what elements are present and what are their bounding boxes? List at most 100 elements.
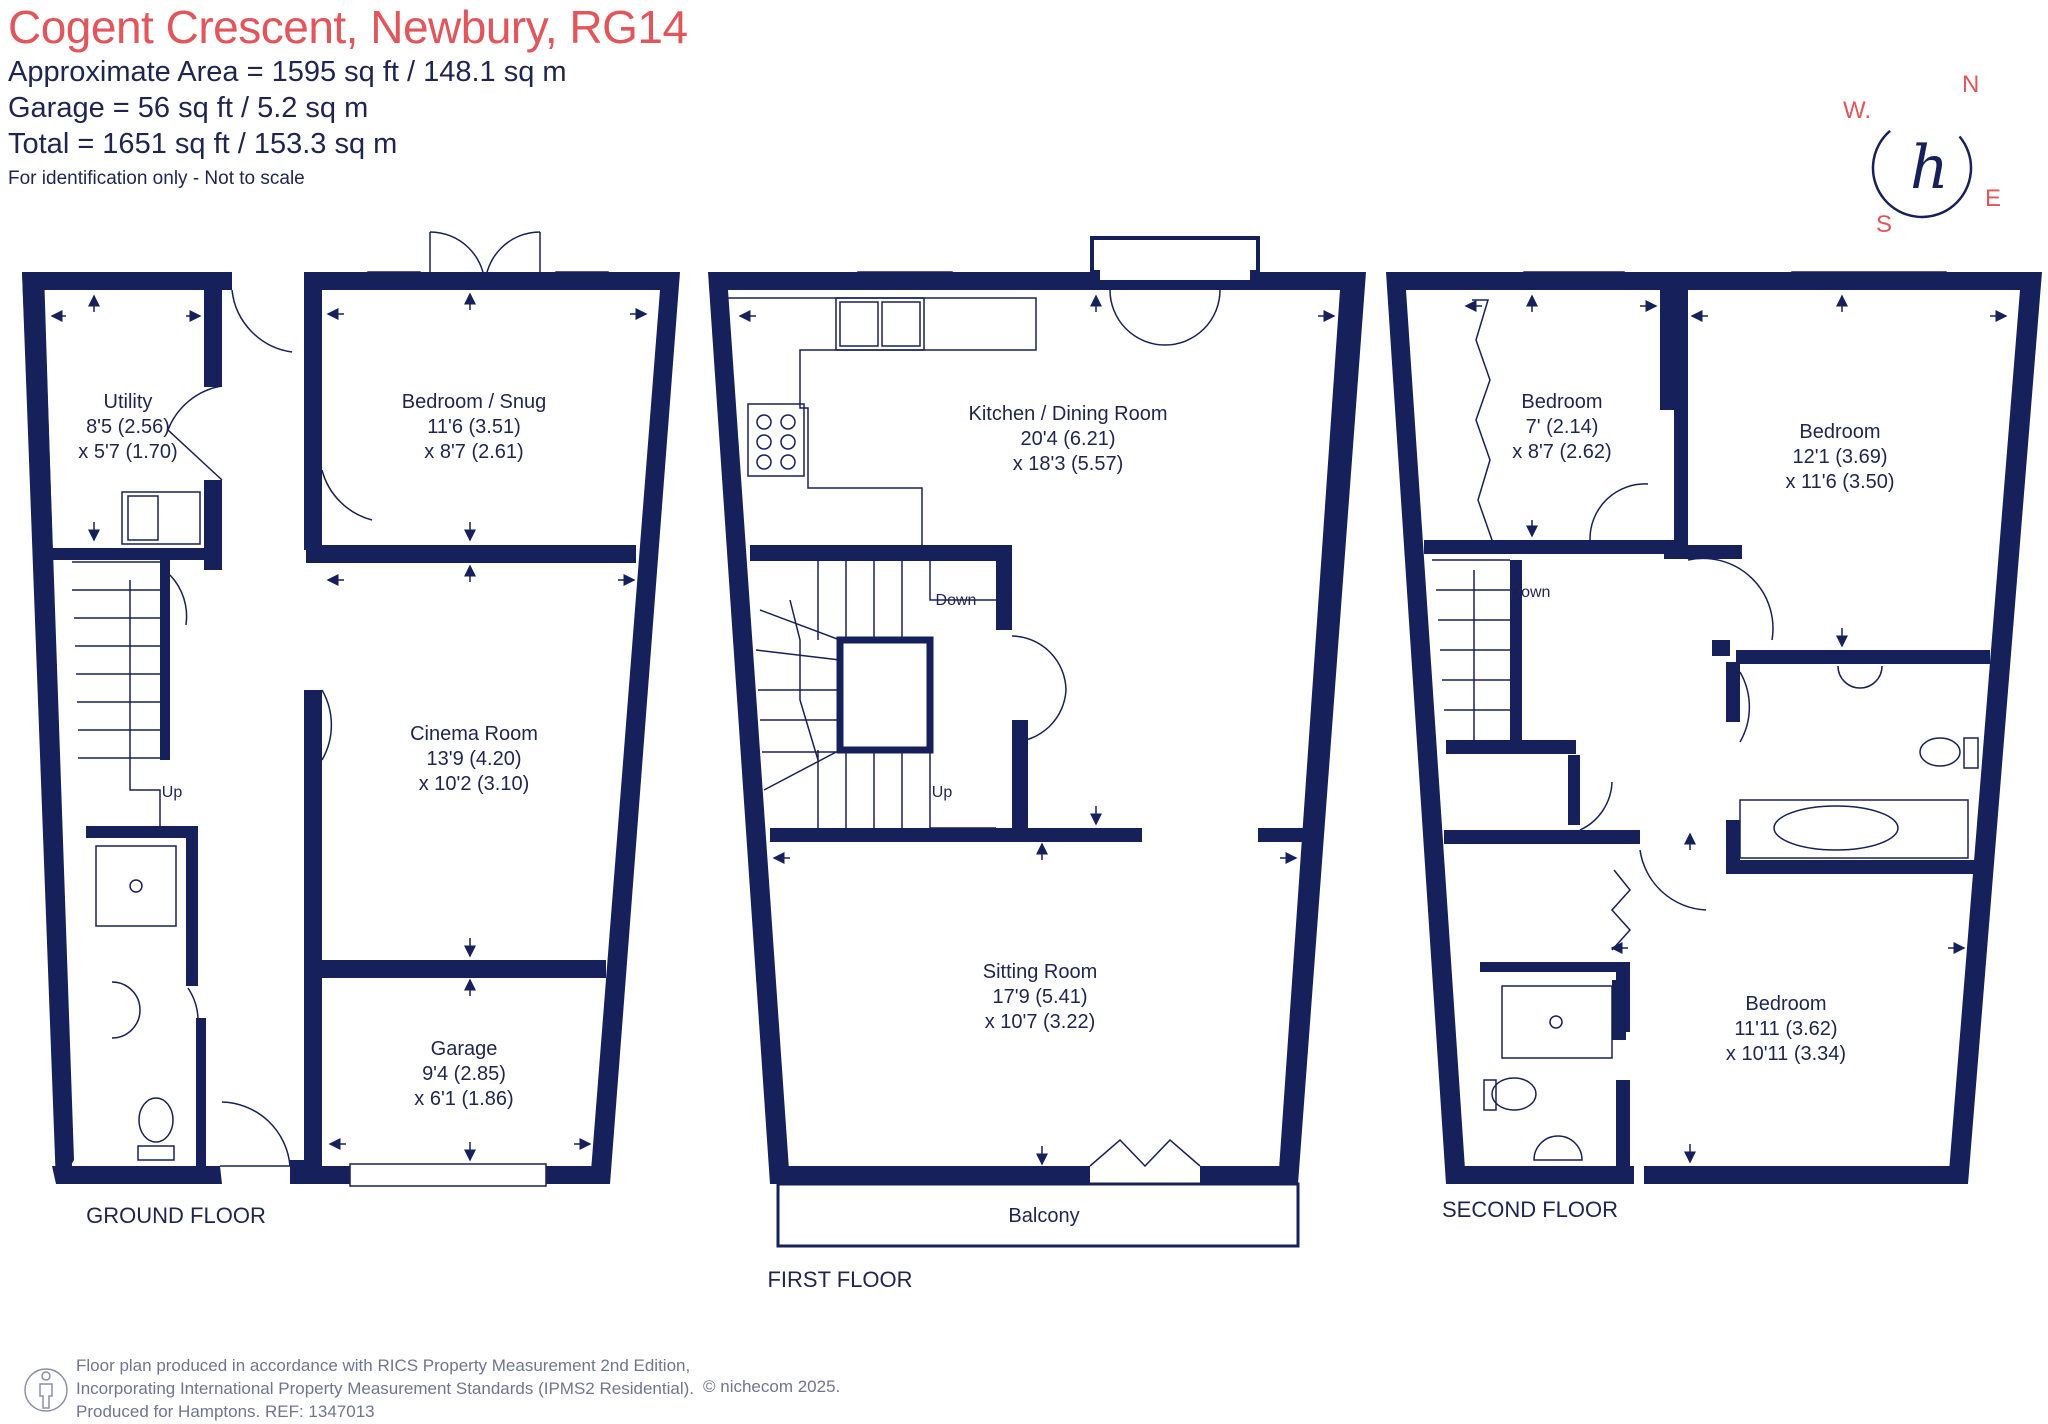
balcony: [776, 1182, 1300, 1248]
stairs-arrow: [789, 599, 819, 761]
wall: [196, 1018, 206, 1168]
toilet-icon: [1483, 1079, 1497, 1111]
wall: [304, 520, 322, 550]
wardrobe: [1610, 869, 1632, 951]
second-floor-plan: [1386, 272, 2042, 1184]
door-swing: [1109, 289, 1221, 346]
window: [857, 271, 953, 285]
front-bedroom-label: Bedroom: [1745, 993, 1826, 1015]
ground-floor-label: GROUND FLOOR: [86, 1203, 266, 1228]
basin-icon: [1837, 665, 1883, 689]
large-bedroom-label: Bedroom: [1799, 421, 1880, 443]
bedroom-snug-dim2: x 8'7 (2.61): [424, 441, 523, 463]
footer-line-2: Incorporating International Property Mea…: [76, 1379, 694, 1398]
wall: [1568, 755, 1580, 825]
first-floor-labels: Kitchen / Dining Room 20'4 (6.21) x 18'3…: [767, 403, 1167, 1292]
door-swing: [187, 987, 199, 1019]
window: [1791, 271, 1947, 285]
stairwell-void: [836, 636, 934, 754]
second-floor-labels: Bedroom 7' (2.14) x 8'7 (2.62) Bedroom 1…: [1442, 391, 1895, 1222]
wall: [160, 560, 170, 760]
sink-icon: [881, 301, 921, 347]
footer-line-1: Floor plan produced in accordance with R…: [76, 1356, 691, 1375]
wall: [770, 828, 1142, 842]
first-floor-arrows: [738, 294, 1336, 1166]
toilet-icon: [1491, 1077, 1537, 1111]
wall: [996, 545, 1012, 630]
compass-east: E: [1985, 185, 2001, 212]
door-swing: [1687, 557, 1774, 641]
window: [367, 271, 421, 285]
copyright: © nichecom 2025.: [703, 1377, 841, 1396]
wall: [46, 548, 222, 560]
sink-icon: [839, 301, 879, 347]
stairs: [1432, 559, 1510, 711]
door-swing: [220, 1101, 291, 1167]
logo-monogram: h: [1910, 133, 1949, 203]
compass-west: W.: [1843, 97, 1871, 124]
door-swing: [1739, 671, 1751, 743]
wall: [22, 272, 72, 1184]
wall: [1726, 860, 1982, 874]
wall: [1200, 1166, 1298, 1184]
door-swing: [167, 385, 223, 481]
sitting-room-dim2: x 10'7 (3.22): [985, 1011, 1096, 1033]
wall: [1510, 560, 1522, 740]
garage-dim1: 9'4 (2.85): [422, 1063, 506, 1085]
door-swing: [1089, 1138, 1201, 1168]
wall: [1726, 820, 1740, 870]
footer-line-3: Produced for Hamptons. REF: 1347013: [76, 1402, 375, 1421]
sitting-room-label: Sitting Room: [983, 961, 1098, 983]
approximate-area: Approximate Area = 1595 sq ft / 148.1 sq…: [8, 56, 567, 88]
wall: [1258, 828, 1304, 842]
kitchen-dim1: 20'4 (6.21): [1021, 428, 1116, 450]
toilet-icon: [137, 1145, 175, 1161]
door-swing: [484, 231, 541, 288]
page-title: Cogent Crescent, Newbury, RG14: [8, 1, 688, 53]
cinema-room-label: Cinema Room: [410, 723, 538, 745]
wall: [186, 826, 198, 986]
small-bedroom-dim1: 7' (2.14): [1526, 416, 1599, 438]
stairs-arrow: [129, 580, 161, 826]
disclaimer: For identification only - Not to scale: [8, 168, 305, 189]
utility-label: Utility: [104, 391, 153, 413]
sitting-room-dim1: 17'9 (5.41): [993, 986, 1088, 1008]
ground-floor-arrows: [50, 292, 648, 1162]
garage-dim2: x 6'1 (1.86): [414, 1088, 513, 1110]
first-floor-label: FIRST FLOOR: [767, 1267, 912, 1292]
footer: Floor plan produced in accordance with R…: [76, 1354, 694, 1423]
large-bedroom-dim1: 12'1 (3.69): [1793, 446, 1888, 468]
small-bedroom-dim2: x 8'7 (2.62): [1512, 441, 1611, 463]
wall: [52, 1166, 222, 1184]
wall: [1480, 962, 1630, 972]
kitchen-dim2: x 18'3 (5.57): [1013, 453, 1124, 475]
wall: [306, 545, 636, 563]
door-swing: [231, 289, 293, 353]
sink-icon: [127, 495, 159, 541]
wall: [708, 272, 1366, 1184]
stairs: [817, 561, 996, 640]
front-bedroom-dim1: 11'11 (3.62): [1734, 1018, 1837, 1040]
window: [1523, 271, 1625, 285]
window: [1747, 1171, 1887, 1183]
wall: [1616, 1080, 1630, 1170]
door-swing: [321, 689, 333, 761]
door-swing: [169, 574, 188, 626]
compass-logo: h N E S W.: [1843, 71, 2001, 238]
garage-area: Garage = 56 sq ft / 5.2 sq m: [8, 92, 369, 124]
bedroom-snug-label: Bedroom / Snug: [402, 391, 547, 413]
second-floor-arrows: [1464, 294, 2008, 1164]
shower-icon: [1501, 985, 1613, 1059]
wall: [1644, 1166, 1968, 1184]
cinema-room-dim2: x 10'2 (3.10): [419, 773, 530, 795]
wall: [750, 545, 1010, 561]
door-swing: [1589, 483, 1649, 541]
utility-dim2: x 5'7 (1.70): [78, 441, 177, 463]
wall: [1712, 640, 1730, 656]
second-floor-fixtures: [1432, 271, 1979, 1183]
wall: [1424, 540, 1674, 554]
utility-dim1: 8'5 (2.56): [86, 416, 170, 438]
shower-icon: [95, 845, 177, 927]
door-swing: [1011, 635, 1067, 743]
person-icon: [24, 1368, 68, 1412]
